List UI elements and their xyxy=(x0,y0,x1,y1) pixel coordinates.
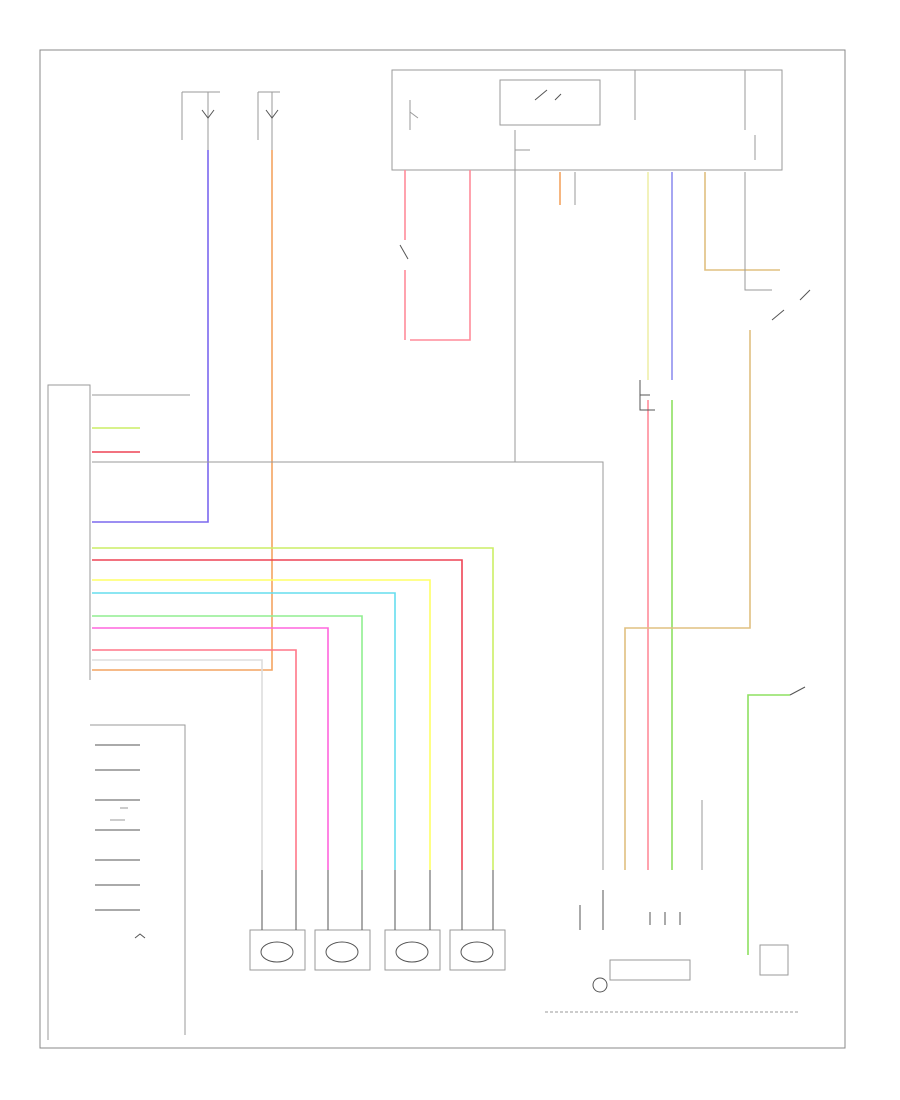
wire-blue xyxy=(92,150,209,523)
sensor-rear-left xyxy=(384,929,441,971)
wheel-speed-sensors xyxy=(249,870,506,971)
sensor-front-left xyxy=(249,929,306,971)
wire-salmon xyxy=(92,649,297,870)
wire-yellowgreen xyxy=(92,547,494,870)
wire-white xyxy=(92,659,263,870)
wire-yellow xyxy=(92,579,431,870)
wire-magenta xyxy=(92,627,329,870)
diagram-border xyxy=(39,49,846,1049)
sensor-front-right xyxy=(314,929,371,971)
wire-cyan xyxy=(92,592,396,870)
wire-red xyxy=(92,559,463,870)
combination-meter xyxy=(545,890,800,1013)
sensor-rear-right xyxy=(449,929,506,971)
abs-control-module-connector xyxy=(47,384,186,1040)
top-wires xyxy=(399,170,811,380)
relay-box xyxy=(391,69,783,171)
wire-lightgreen xyxy=(92,615,363,870)
wire-orange xyxy=(92,150,273,671)
fuse-feed-left xyxy=(181,91,280,150)
right-side-wires xyxy=(624,330,806,955)
module-wires xyxy=(92,150,604,870)
